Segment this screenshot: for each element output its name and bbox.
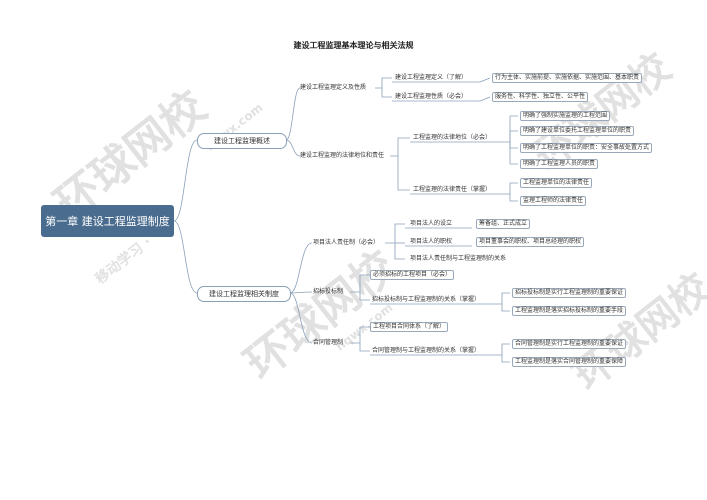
node-relationship-bid: 招标投标制与工程监理制的关系（掌握） — [372, 296, 481, 303]
leaf-legal-position-1: 明确了强制实施监理的工程范围 — [520, 111, 611, 121]
node-legal-liability: 工程监理的法律责任（掌握） — [413, 186, 492, 193]
node-legal-position: 工程监理的法律地位（必会） — [413, 134, 492, 141]
root-node: 第一章 建设工程监理制度 — [41, 205, 174, 237]
node-definition: 建设工程监理定义（了解） — [395, 74, 468, 81]
leaf-bid-1: 招标投标制是实行工程监理制的重要保证 — [512, 288, 627, 298]
node-relationship-contract: 合同管理制与工程监理制的关系（掌握） — [372, 347, 481, 354]
node-legal-status: 建设工程监理的法律地位和责任 — [300, 152, 385, 159]
leaf-legal-position-4: 明确了工程监理人员的职责 — [520, 159, 599, 169]
node-contract-system-scope: 工程项目合同体系（了解） — [370, 322, 449, 332]
node-contract-system: 合同管理制 — [313, 339, 344, 346]
leaf-legal-position-2: 明确了建设单位委托工程监理单位的职责 — [520, 126, 635, 136]
branch-related-systems: 建设工程监理相关制度 — [197, 286, 291, 302]
leaf-contract-2: 工程监理制是落实合同管理制的重要保障 — [512, 357, 627, 367]
leaf-legal-liability-1: 工程监理单位的法律责任 — [520, 178, 593, 188]
node-bidding-system: 招标投标制 — [313, 288, 344, 295]
leaf-legal-liability-2: 监理工程师的法律责任 — [520, 196, 587, 206]
leaf-authority: 项目董事会的职权、项目总经理的职权 — [476, 237, 585, 247]
leaf-establishment: 筹备组、正式成立 — [476, 219, 531, 229]
node-establishment: 项目法人的设立 — [410, 220, 453, 227]
node-authority: 项目法人的职权 — [410, 238, 453, 245]
leaf-nature-traits: 服务性、科学性、独立性、公平性 — [492, 92, 589, 102]
leaf-bid-2: 工程监理制是落实招标投标制的重要手段 — [512, 306, 627, 316]
branch-supervision-overview: 建设工程监理概述 — [197, 133, 287, 149]
node-nature: 建设工程监理性质（必会） — [395, 93, 468, 100]
node-must-bid: 必须招标的工程项目（必会） — [370, 270, 455, 280]
node-relationship-legal: 项目法人责任制与工程监理制的关系 — [410, 255, 507, 262]
leaf-legal-position-3: 明确了工程监理单位的职责：安全事故处置方式 — [520, 143, 653, 153]
node-definition-nature: 建设工程监理定义及性质 — [300, 84, 367, 91]
page-title: 建设工程监理基本理论与相关法规 — [293, 41, 414, 50]
leaf-contract-1: 合同管理制是实行工程监理制的重要保证 — [512, 339, 627, 349]
node-project-legal-person: 项目法人责任制（必会） — [313, 239, 380, 246]
leaf-definition-elements: 行为主体、实施前提、实施依据、实施范围、基本职责 — [492, 73, 643, 83]
